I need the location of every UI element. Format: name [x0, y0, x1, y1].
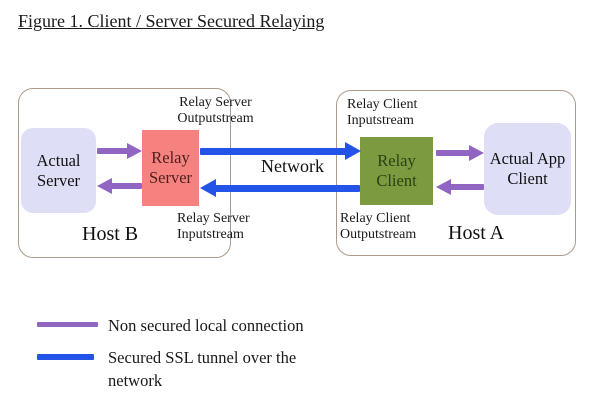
host-a-label: Host A — [448, 222, 505, 244]
actual-server-box: Actual Server — [21, 128, 96, 213]
arrow-head-right-icon — [345, 142, 361, 160]
arrow-head-left-icon — [200, 179, 216, 197]
host-a-container: Host A — [336, 90, 576, 256]
relay-server-outputstream-label: Relay Server Outputstream — [177, 95, 254, 126]
arrow-shaft — [450, 184, 484, 190]
host-b-container: Host B — [18, 88, 231, 258]
relay-client-inputstream-label: Relay Client Inputstream — [347, 97, 418, 128]
secured-ssl-legend-label: Secured SSL tunnel over the network — [108, 348, 297, 390]
relay-client-outputstream-label: Relay Client Outputstream — [340, 211, 417, 242]
relay-server-box: Relay Server — [142, 130, 199, 206]
relay-client-box: Relay Client — [360, 137, 433, 205]
arrow-head-left-icon — [436, 179, 451, 195]
host-b-label: Host B — [82, 223, 139, 245]
network-label: Network — [261, 156, 324, 176]
arrow-head-right-icon — [469, 145, 484, 161]
secured-ssl-line-swatch-icon — [37, 354, 94, 360]
arrow-shaft — [436, 150, 470, 156]
arrow-head-left-icon — [97, 178, 112, 194]
actual-app-client-box: Actual App Client — [484, 123, 571, 215]
non-secured-legend-label: Non secured local connection — [108, 316, 304, 335]
arrow-shaft — [215, 185, 360, 192]
arrow-shaft — [97, 148, 129, 154]
figure-title: Figure 1. Client / Server Secured Relayi… — [18, 11, 325, 31]
relay-server-inputstream-label: Relay Server Inputstream — [177, 211, 250, 242]
non-secured-line-swatch-icon — [37, 322, 98, 327]
arrow-shaft — [200, 148, 346, 155]
arrow-head-right-icon — [127, 143, 142, 159]
arrow-shaft — [111, 183, 142, 189]
